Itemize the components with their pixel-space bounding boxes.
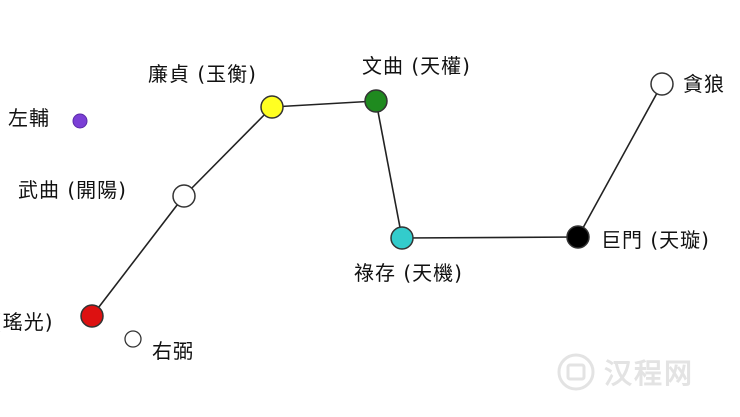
star-zuofu — [72, 113, 88, 129]
star-tanlang — [650, 72, 674, 96]
edge-wuqu-lianzhen — [183, 106, 273, 197]
edge-lucun-jumen — [401, 236, 579, 239]
label-tanlang: 貪狼 — [683, 72, 725, 96]
edge-jumen-tanlang — [577, 83, 663, 238]
label-youbi: 右弼 — [152, 339, 194, 363]
watermark-logo-icon — [557, 353, 595, 391]
star-lianzhen — [260, 95, 284, 119]
label-zuofu: 左輔 — [8, 106, 50, 130]
watermark-text: 汉程网 — [604, 357, 695, 390]
edge-wenqu-lucun — [375, 100, 403, 239]
edge-lianzhen-wenqu — [271, 100, 377, 108]
label-jumen: 巨門 (天璇) — [601, 228, 710, 252]
label-wenqu: 文曲 (天權) — [362, 54, 471, 78]
star-lucun — [390, 226, 414, 250]
star-wuqu — [172, 184, 196, 208]
label-pojun: (瑤光) — [0, 310, 54, 334]
star-jumen — [566, 225, 590, 249]
watermark: 汉程网 — [556, 352, 694, 392]
star-wenqu — [364, 89, 388, 113]
edge-pojun-wuqu — [91, 195, 185, 317]
star-pojun — [80, 304, 104, 328]
label-lucun: 祿存 (天機) — [354, 261, 463, 285]
star-youbi — [124, 330, 142, 348]
label-wuqu: 武曲 (開陽) — [18, 178, 127, 202]
label-lianzhen: 廉貞 (玉衡) — [148, 62, 257, 86]
